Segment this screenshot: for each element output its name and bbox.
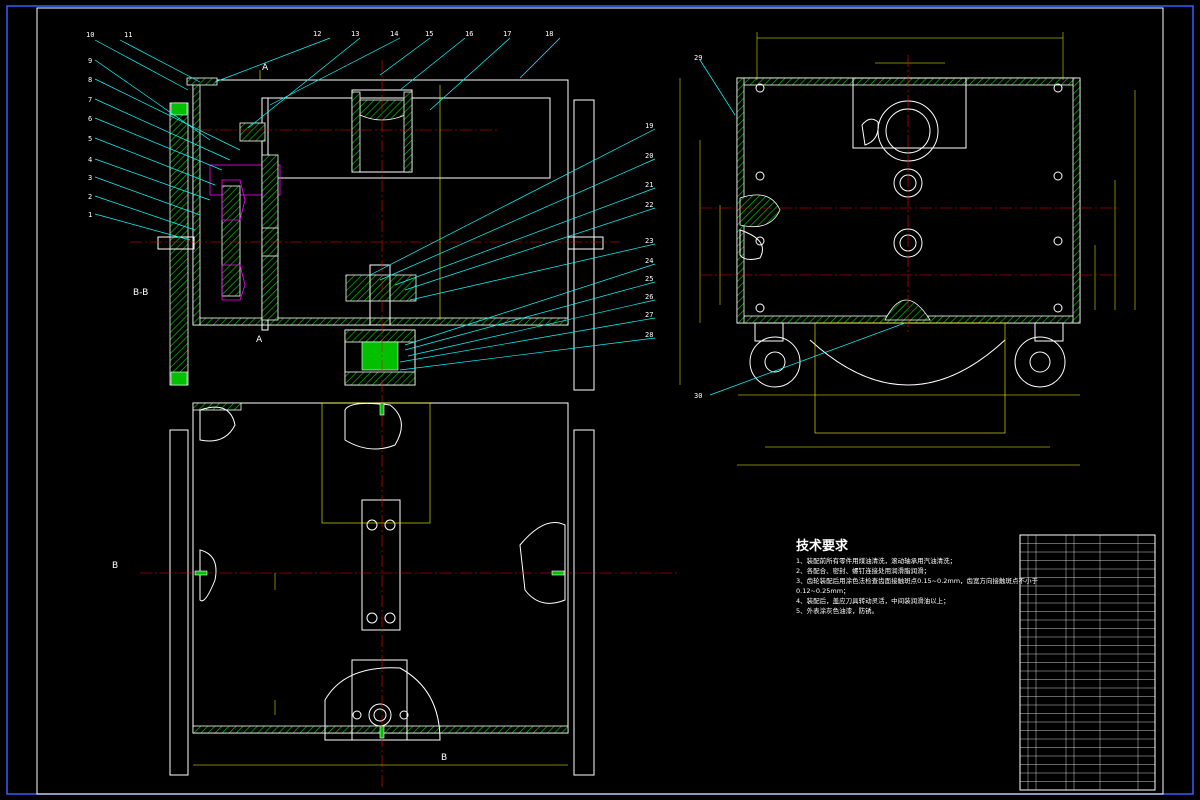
balloon-22: 22 [645, 201, 653, 209]
top-view [140, 395, 680, 790]
balloon-14: 14 [390, 30, 398, 38]
balloon-23: 23 [645, 237, 653, 245]
section-a-top: A [262, 63, 269, 73]
note-line-5: 4、装配后，盖应刀具转动灵活，中间装润滑油以上； [796, 596, 950, 605]
note-line-6: 5、外表涂灰色油漆，防锈。 [796, 606, 878, 615]
balloon-1: 1 [88, 211, 92, 219]
balloons-right: 19 20 21 22 23 24 25 26 27 28 [369, 122, 656, 371]
balloons-left: 1 2 3 4 5 6 7 8 9 10 11 12 13 14 15 16 1… [86, 30, 561, 241]
side-view: 29 30 [679, 32, 1136, 466]
balloon-8: 8 [88, 76, 92, 84]
balloon-20: 20 [645, 152, 653, 160]
balloon-26: 26 [645, 293, 653, 301]
balloon-2: 2 [88, 193, 92, 201]
balloon-17: 17 [503, 30, 511, 38]
balloon-30: 30 [694, 392, 702, 400]
balloon-9: 9 [88, 57, 92, 65]
balloon-28: 28 [645, 331, 653, 339]
balloon-19: 19 [645, 122, 653, 130]
balloon-27: 27 [645, 311, 653, 319]
balloon-13: 13 [351, 30, 359, 38]
balloon-21: 21 [645, 181, 653, 189]
balloon-5: 5 [88, 135, 92, 143]
note-line-4: 0.12~0.25mm； [796, 587, 850, 595]
front-view [130, 60, 620, 395]
balloon-4: 4 [88, 156, 92, 164]
balloon-6: 6 [88, 115, 92, 123]
note-line-1: 1、装配前所有零件用煤油清洗，滚动轴承用汽油清洗； [796, 556, 956, 565]
parts-list [1019, 534, 1156, 791]
note-line-2: 2、各配合、密封、螺钉连接处用润滑脂润滑； [796, 566, 930, 575]
balloon-24: 24 [645, 257, 653, 265]
section-a-bottom: A [256, 335, 263, 345]
section-b-bottom: B [441, 753, 447, 763]
balloon-15: 15 [425, 30, 433, 38]
balloon-16: 16 [465, 30, 473, 38]
view-bb-label: B-B [133, 288, 148, 298]
notes-title: 技术要求 [796, 538, 849, 554]
balloon-10: 10 [86, 31, 94, 39]
balloon-3: 3 [88, 174, 92, 182]
balloon-18: 18 [545, 30, 553, 38]
technical-requirements: 技术要求 1、装配前所有零件用煤油清洗，滚动轴承用汽油清洗； 2、各配合、密封、… [796, 538, 1039, 615]
balloon-12: 12 [313, 30, 321, 38]
balloon-29: 29 [694, 54, 702, 62]
inner-border [36, 7, 1164, 795]
section-b-left: B [112, 561, 118, 571]
balloon-25: 25 [645, 275, 653, 283]
balloon-11: 11 [124, 31, 132, 39]
balloon-7: 7 [88, 96, 92, 104]
note-line-3: 3、齿轮装配后用涂色法检查齿面接触斑点0.15~0.2mm，齿宽方向接触斑点不小… [796, 576, 1039, 585]
